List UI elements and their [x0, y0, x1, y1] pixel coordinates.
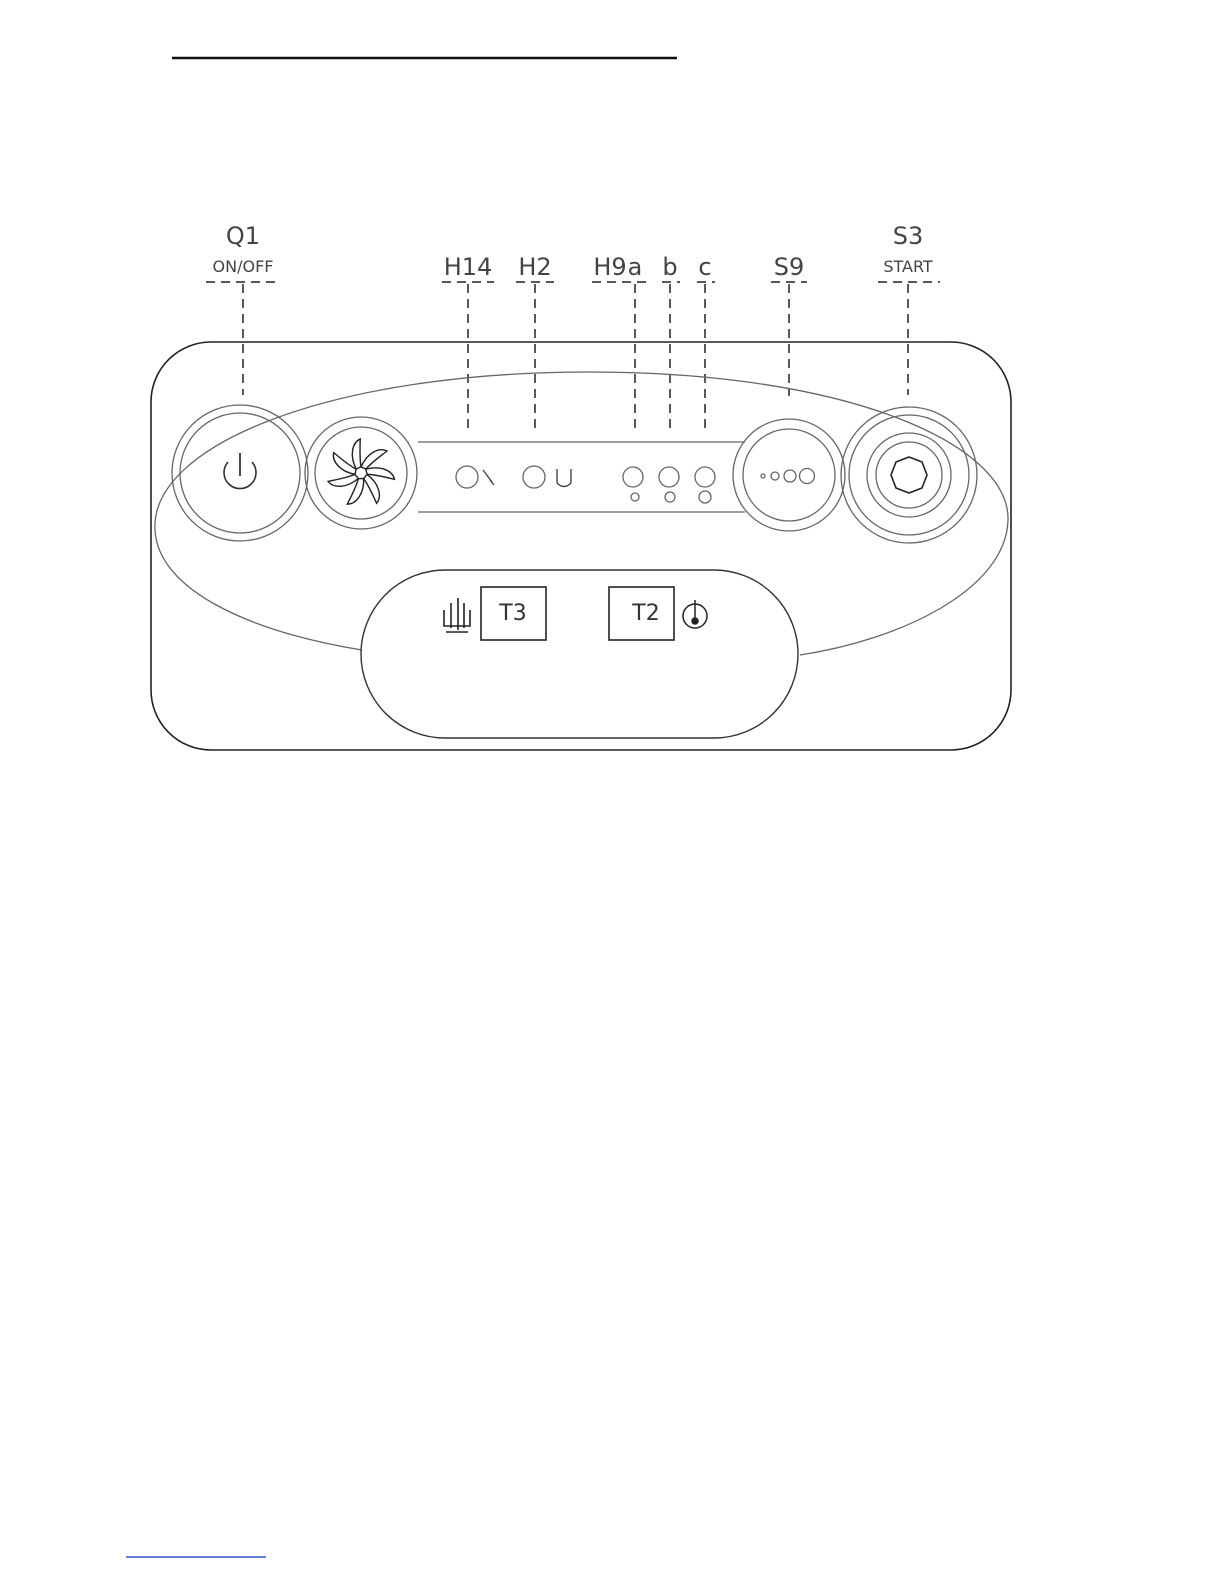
led-strip [418, 442, 745, 512]
leader-lines [243, 284, 908, 428]
lamp-h2 [523, 466, 571, 488]
label-s3: S3 [893, 222, 924, 250]
fan-knob[interactable] [305, 417, 417, 529]
plug-icon [483, 470, 494, 485]
thermostat-t2-label: T2 [631, 601, 659, 626]
start-knob-icon [891, 457, 927, 493]
lower-well [361, 570, 798, 738]
oil-container-icon [557, 469, 571, 487]
label-h9: H9 [593, 253, 626, 281]
fan-icon [327, 438, 395, 505]
power-icon [224, 453, 256, 489]
thermometer-icon [683, 600, 707, 628]
start-button-s3[interactable] [841, 407, 977, 543]
lamp-h9-c [695, 467, 715, 503]
fryer-basket-icon [444, 598, 470, 632]
upper-oval-band [155, 372, 1008, 655]
label-h9-b: b [662, 253, 677, 281]
thermostat-t3-label: T3 [498, 601, 526, 626]
lamp-h9-b [659, 467, 679, 502]
label-h2: H2 [518, 253, 551, 281]
label-q1-onoff: ON/OFF [213, 257, 274, 276]
label-s9: S9 [774, 253, 805, 281]
power-switch-q1[interactable] [172, 405, 308, 541]
selector-s9[interactable] [733, 419, 845, 531]
label-h9-a: a [628, 253, 643, 281]
panel-outline [151, 342, 1011, 750]
label-h14: H14 [444, 253, 493, 281]
level-dots-icon [761, 469, 815, 484]
label-q1: Q1 [226, 222, 260, 250]
label-h9-c: c [698, 253, 711, 281]
lamp-h9-a [623, 467, 643, 501]
label-s3-start: START [883, 257, 933, 276]
lamp-h14 [456, 466, 494, 488]
